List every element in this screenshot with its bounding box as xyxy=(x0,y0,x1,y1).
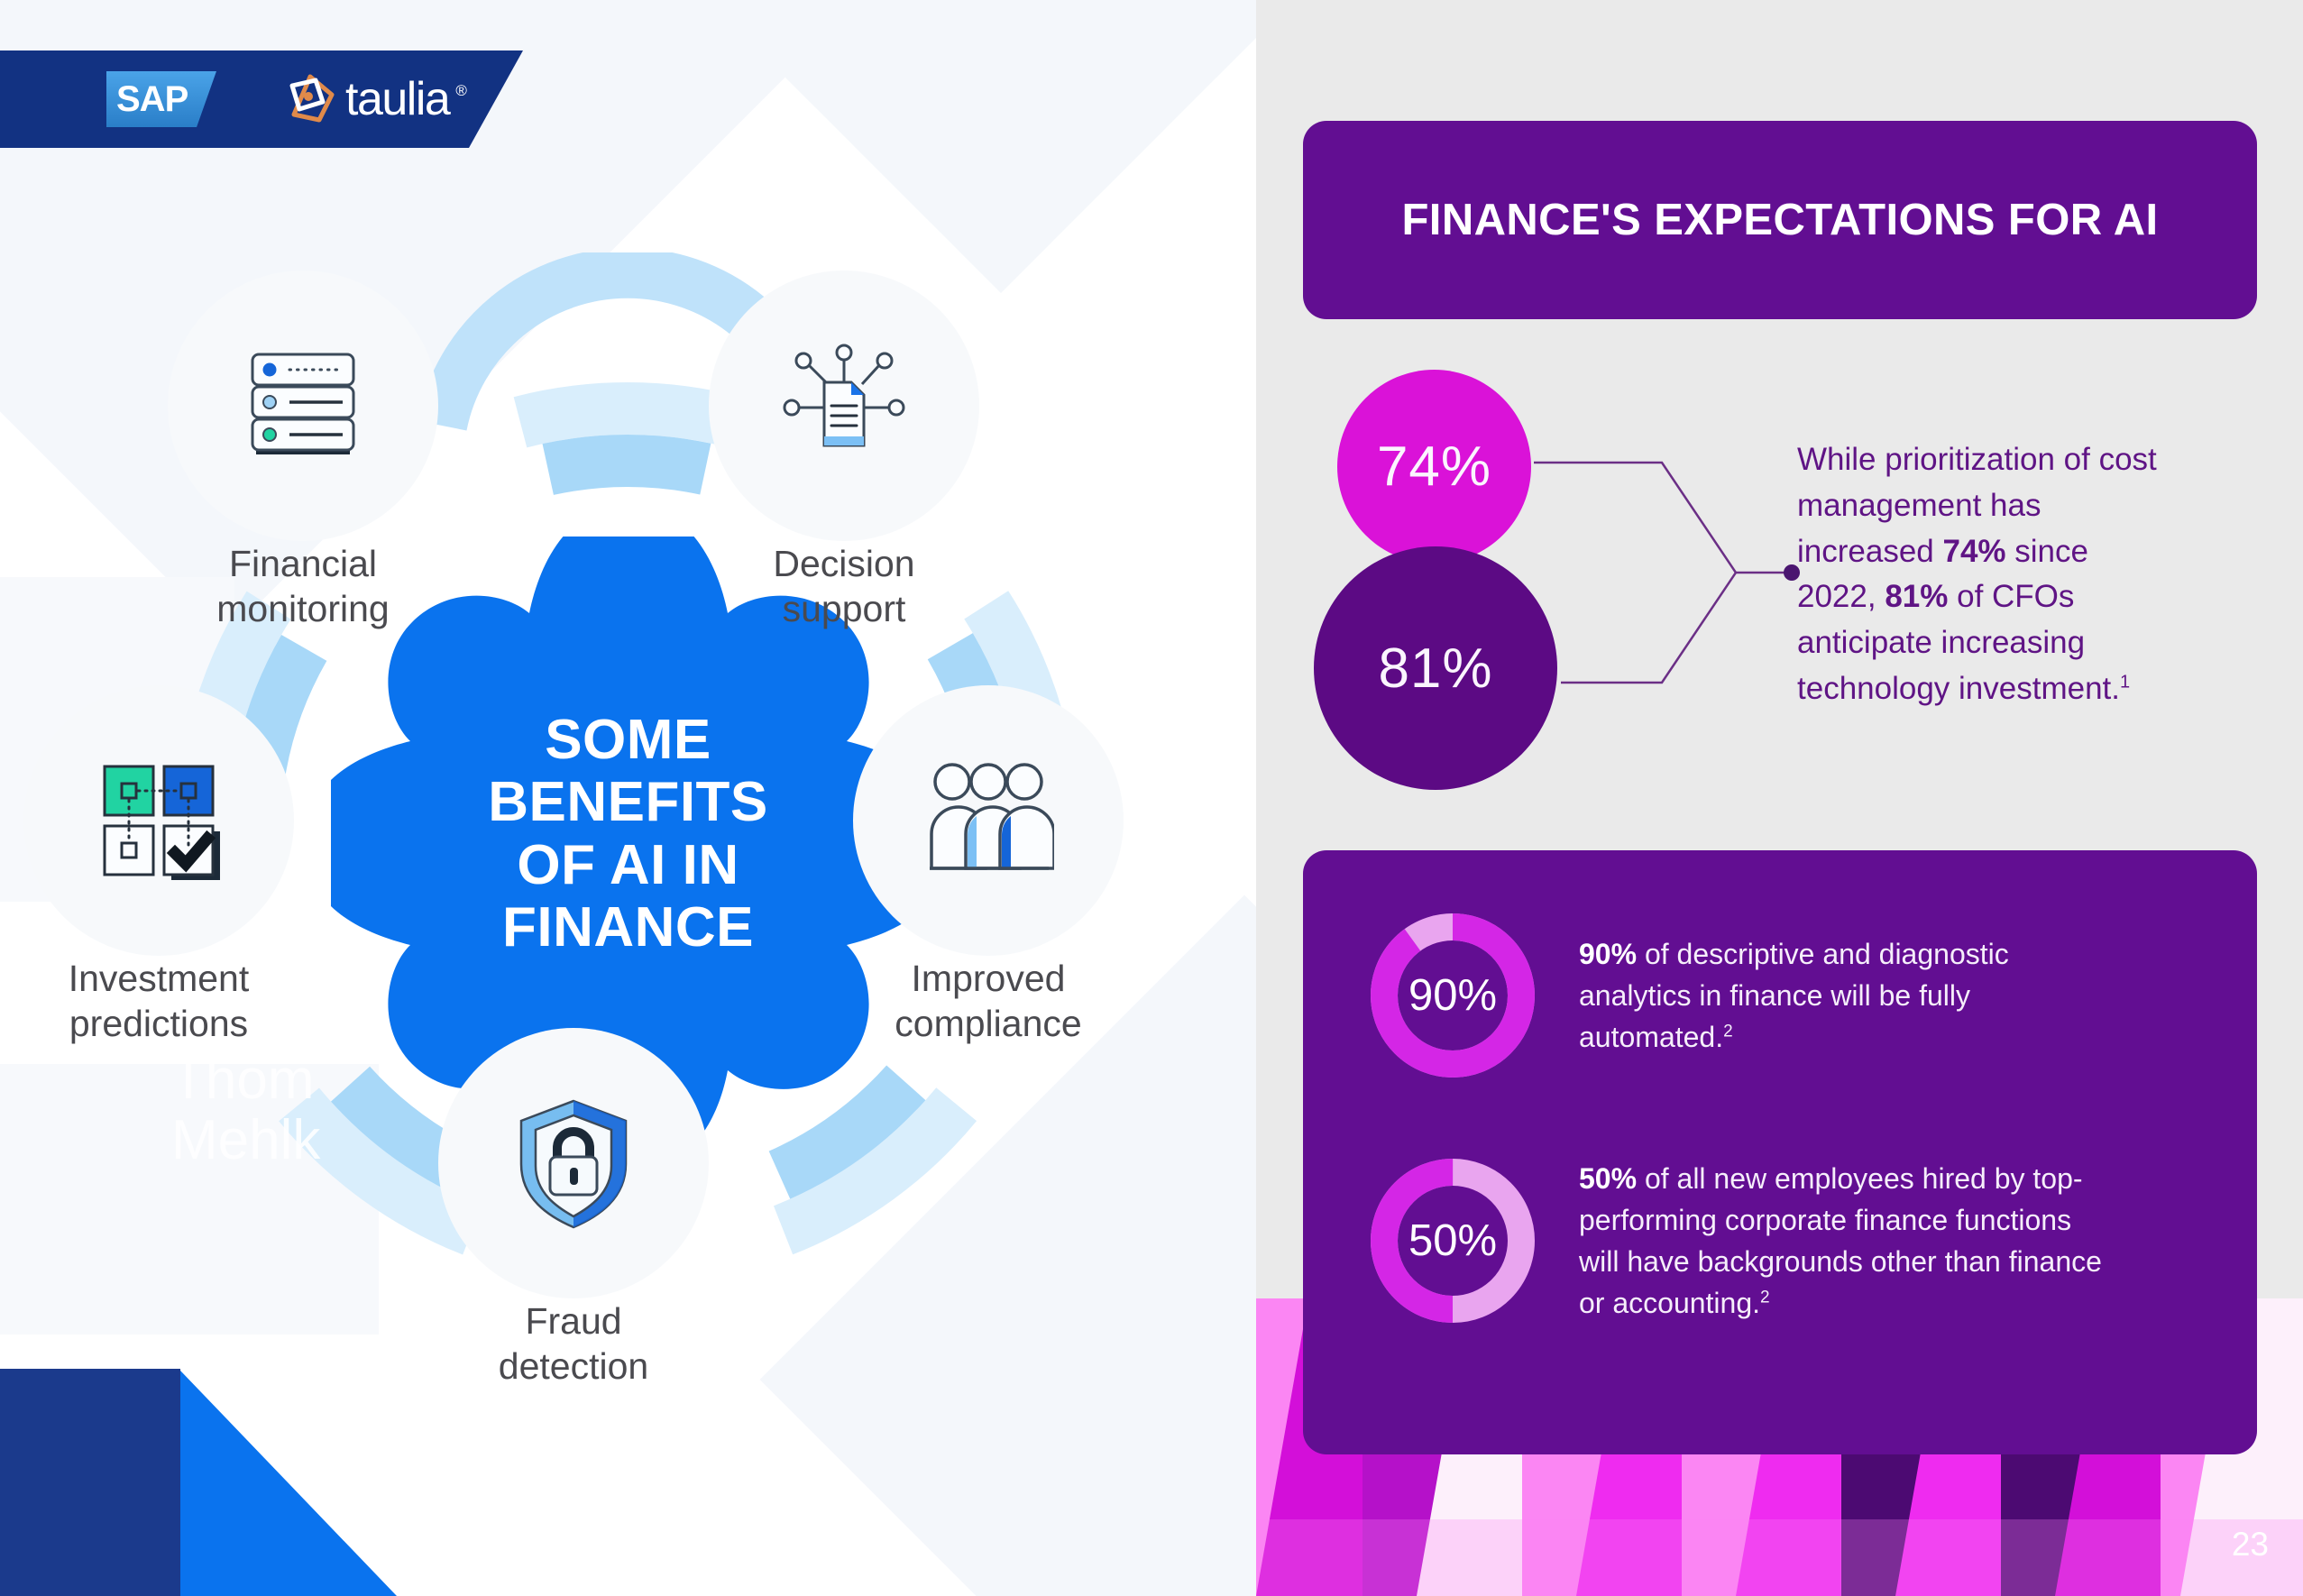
donut-90-bold: 90% xyxy=(1579,937,1638,970)
page-number: 23 xyxy=(2231,1526,2269,1563)
stat-text-part1: While prioritization of cost management … xyxy=(1797,442,2157,569)
node-label-financial-monitoring: Financial monitoring xyxy=(154,541,452,631)
donut-50-bold: 50% xyxy=(1579,1161,1638,1195)
node-decision-support[interactable]: Decision support xyxy=(709,271,979,629)
node-label-investment-predictions: Investment predictions xyxy=(10,956,307,1046)
stat-text-bold1: 74% xyxy=(1942,533,2006,569)
page-title: FINANCE'S EXPECTATIONS FOR AI xyxy=(1401,196,2159,244)
corner-navy-block xyxy=(0,1369,180,1596)
document-network-icon xyxy=(776,338,912,473)
hub-title: SOME BENEFITS OF AI IN FINANCE xyxy=(394,709,863,959)
node-label-line-2: compliance xyxy=(895,1003,1082,1045)
node-label-line-2: detection xyxy=(498,1345,649,1388)
four-squares-checkmark-icon xyxy=(91,753,226,888)
taulia-mark-icon xyxy=(283,71,339,127)
donut-chart-50: 50% xyxy=(1364,1152,1541,1329)
stat-circles-block: 74% 81% While prioritization of cost man… xyxy=(1256,356,2303,790)
donut-90-text: of descriptive and diagnostic analytics … xyxy=(1579,937,2009,1054)
taulia-registered-mark: ® xyxy=(455,82,467,99)
stat-text-footnote: 1 xyxy=(2119,672,2131,693)
stat-circle-81-value: 81% xyxy=(1378,637,1493,700)
background-diagonal-2 xyxy=(555,0,1256,293)
section-title-card: FINANCE'S EXPECTATIONS FOR AI xyxy=(1303,121,2257,319)
node-label-line-2: predictions xyxy=(69,1003,249,1045)
node-label-line-1: Improved xyxy=(911,958,1066,999)
taulia-logo-text: taulia xyxy=(345,73,451,125)
donut-chart-90: 90% xyxy=(1364,907,1541,1084)
stat-text-part3: of CFOs anticipate increasing technology… xyxy=(1797,579,2120,706)
sap-logo-text: SAP xyxy=(116,78,188,119)
hub-title-line-3: OF AI IN xyxy=(517,834,739,896)
node-label-fraud-detection: Fraud detection xyxy=(425,1298,722,1389)
donut-50-text: of all new employees hired by top-perfor… xyxy=(1579,1161,2102,1320)
donut-90-value: 90% xyxy=(1408,971,1498,1020)
donut-row-90: 90% 90% of descriptive and diagnostic an… xyxy=(1364,907,2102,1084)
node-label-line-2: monitoring xyxy=(216,588,390,630)
donut-stats-card: 90% 90% of descriptive and diagnostic an… xyxy=(1303,850,2257,1454)
donut-50-value: 50% xyxy=(1408,1216,1498,1265)
node-investment-predictions[interactable]: Investment predictions xyxy=(23,685,294,1044)
brand-banner: SAP taulia ® xyxy=(0,50,523,148)
node-financial-monitoring[interactable]: Financial monitoring xyxy=(168,271,438,629)
donut-50-footnote: 2 xyxy=(1760,1288,1770,1307)
server-rack-icon xyxy=(235,338,371,473)
stat-text-bold2: 81% xyxy=(1885,579,1949,615)
node-label-line-1: Decision xyxy=(773,543,915,584)
benefits-hub-diagram: SOME BENEFITS OF AI IN FINANCE xyxy=(0,252,1256,1416)
node-label-line-2: support xyxy=(782,588,906,630)
right-panel: FINANCE'S EXPECTATIONS FOR AI 74% 81% Wh… xyxy=(1256,0,2303,1596)
donut-row-50: 50% 50% of all new employees hired by to… xyxy=(1364,1152,2102,1329)
donut-90-footnote: 2 xyxy=(1723,1022,1733,1041)
node-improved-compliance[interactable]: Improved compliance xyxy=(853,685,1124,1044)
stat-circle-74-value: 74% xyxy=(1376,436,1492,498)
bracket-connector xyxy=(1534,461,1800,684)
stat-circle-74: 74% xyxy=(1337,370,1531,564)
node-fraud-detection[interactable]: Fraud detection xyxy=(438,1028,709,1387)
shield-lock-icon xyxy=(506,1096,641,1231)
left-panel: SAP taulia ® xyxy=(0,0,1256,1596)
taulia-logo: taulia ® xyxy=(283,71,467,127)
sap-logo: SAP xyxy=(106,71,216,127)
hub-title-line-1: SOME xyxy=(545,709,711,772)
hub-title-line-2: BENEFITS xyxy=(488,771,768,834)
stat-circle-81: 81% xyxy=(1314,546,1557,790)
stat-description: While prioritization of cost management … xyxy=(1797,437,2176,712)
node-label-improved-compliance: Improved compliance xyxy=(840,956,1137,1046)
node-label-line-1: Investment xyxy=(68,958,250,999)
three-people-icon xyxy=(921,753,1056,888)
donut-50-description: 50% of all new employees hired by top-pe… xyxy=(1579,1158,2102,1324)
node-label-line-1: Financial xyxy=(228,543,378,584)
donut-90-description: 90% of descriptive and diagnostic analyt… xyxy=(1579,933,2102,1058)
hub-title-line-4: FINANCE xyxy=(501,896,755,959)
node-label-decision-support: Decision support xyxy=(695,541,993,631)
node-label-line-1: Fraud xyxy=(525,1300,622,1342)
stat-text-part2: since 2022, xyxy=(1797,533,2088,615)
